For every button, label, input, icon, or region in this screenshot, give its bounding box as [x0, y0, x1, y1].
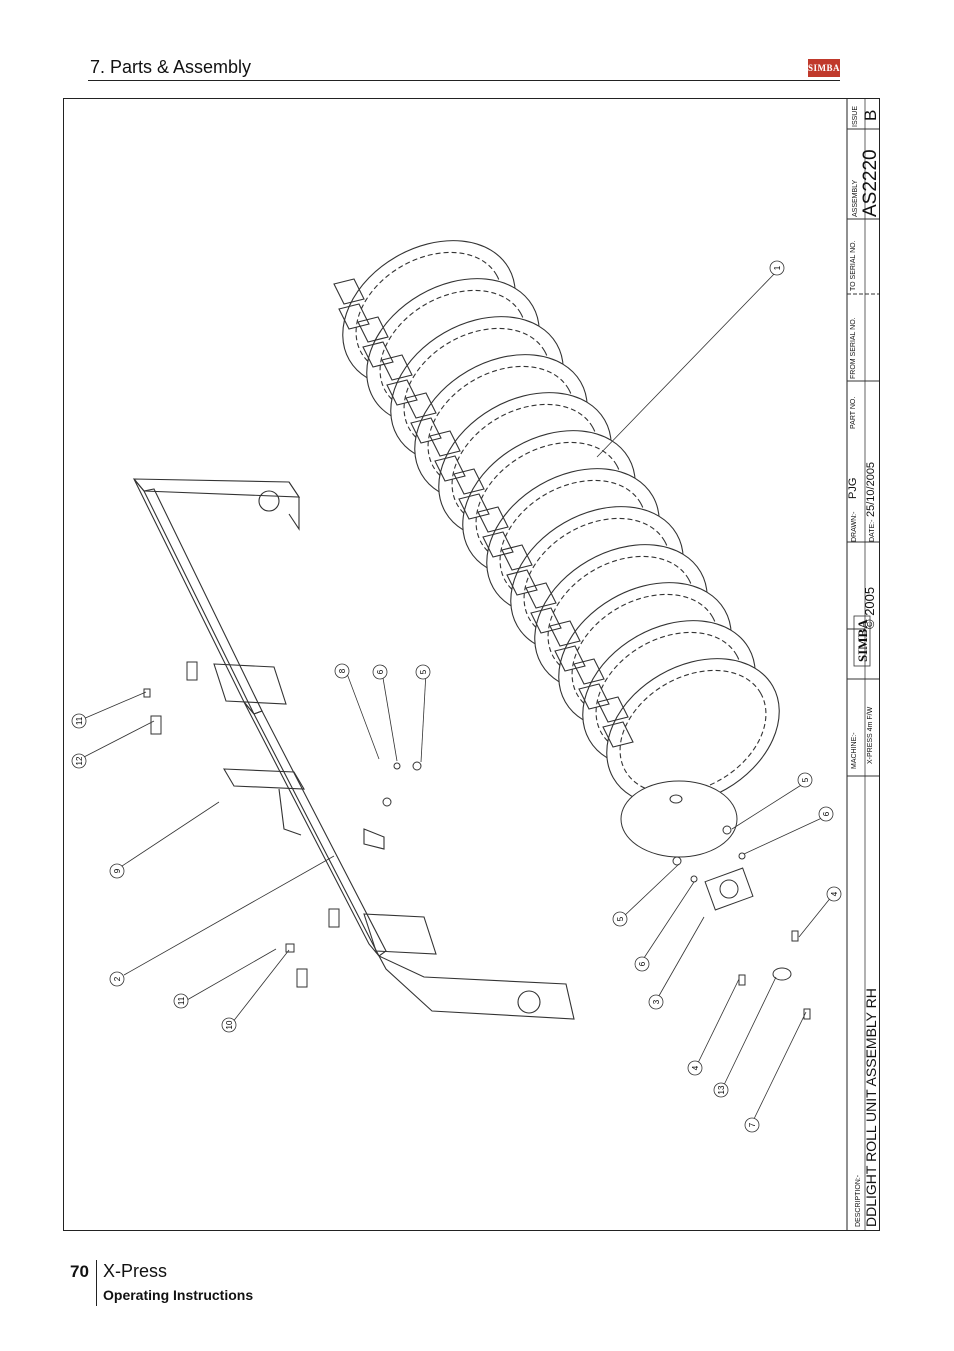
callout-label: 6 [638, 961, 647, 966]
callout-label: 1 [773, 265, 782, 270]
callout-label: 2 [113, 976, 122, 981]
callout-balloon-7: 7 [744, 1117, 760, 1133]
callout-label: 7 [748, 1122, 757, 1127]
callout-balloon-6: 6 [372, 664, 388, 680]
part-no-label: PART NO. [850, 397, 857, 429]
description-label: DESCRIPTION:- [855, 1174, 862, 1227]
callout-balloon-4: 4 [687, 1060, 703, 1076]
header-rule [88, 80, 840, 81]
machine-value: X-PRESS 4m F/W [867, 706, 874, 764]
callout-label: 3 [652, 999, 661, 1004]
title-block-logo: SIMBA [855, 619, 870, 662]
callout-label: 13 [717, 1085, 726, 1094]
callout-label: 4 [830, 891, 839, 896]
callout-label: 6 [376, 669, 385, 674]
callout-balloon-3: 3 [648, 994, 664, 1010]
callout-balloon-11: 11 [173, 993, 189, 1009]
callout-balloon-2: 2 [109, 971, 125, 987]
callout-balloon-11: 11 [71, 713, 87, 729]
callout-label: 5 [419, 669, 428, 674]
callout-balloon-8: 8 [334, 663, 350, 679]
machine-label: MACHINE:- [851, 732, 858, 769]
callout-label: 8 [338, 668, 347, 673]
callout-label: 4 [691, 1065, 700, 1070]
callout-label: 12 [75, 756, 84, 765]
callout-label: 11 [177, 996, 186, 1005]
to-serial-label: TO SERIAL NO. [850, 240, 857, 291]
callout-balloon-9: 9 [109, 863, 125, 879]
callout-balloon-6: 6 [818, 806, 834, 822]
callout-label: 5 [801, 777, 810, 782]
issue-value: B [861, 110, 879, 121]
drawn-label: DRAWN:- [851, 511, 858, 542]
callout-balloon-13: 13 [713, 1082, 729, 1098]
callout-balloon-5: 5 [612, 911, 628, 927]
callout-label: 10 [225, 1020, 234, 1029]
footer-rule [96, 1260, 97, 1306]
page-number: 70 [70, 1262, 89, 1281]
drawn-value: PJG [847, 478, 859, 499]
callout-label: 9 [113, 868, 122, 873]
callout-balloon-4: 4 [826, 886, 842, 902]
callout-balloon-5: 5 [415, 664, 431, 680]
roller-disc [597, 658, 780, 806]
callout-label: 6 [822, 811, 831, 816]
callout-label: 5 [616, 916, 625, 921]
copyright: © 2005 [862, 587, 877, 629]
assembly-value: AS2220 [860, 149, 879, 217]
date-label: DATE:- [869, 519, 876, 542]
callout-balloon-10: 10 [221, 1017, 237, 1033]
document-subtitle: Operating Instructions [103, 1287, 254, 1303]
from-serial-label: FROM SERIAL NO. [850, 317, 857, 379]
callout-label: 11 [75, 716, 84, 725]
assembly-label: ASSEMBLY [852, 179, 859, 217]
date-value: 25/10/2005 [865, 462, 877, 517]
callout-balloon-12: 12 [71, 753, 87, 769]
brand-logo: SIMBA [808, 59, 840, 77]
callout-balloon-6: 6 [634, 956, 650, 972]
callout-balloon-5: 5 [797, 772, 813, 788]
description-value: DDLIGHT ROLL UNIT ASSEMBLY RH [863, 988, 879, 1227]
section-title: 7. Parts & Assembly [90, 57, 252, 77]
issue-label: ISSUE [852, 106, 859, 127]
callout-balloon-1: 1 [769, 260, 785, 276]
product-name: X-Press [103, 1261, 168, 1281]
